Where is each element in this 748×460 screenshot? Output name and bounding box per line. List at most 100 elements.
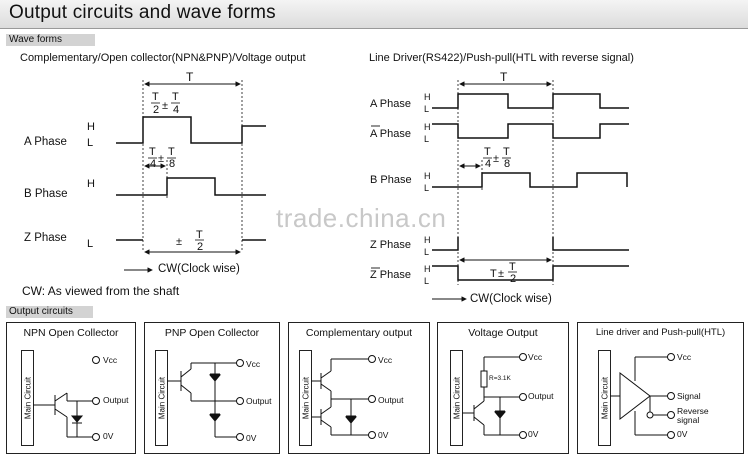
left-a-level-h: H bbox=[87, 121, 95, 133]
svg-text:4: 4 bbox=[173, 104, 179, 116]
right-a-phase-label: A Phase bbox=[370, 98, 411, 110]
complementary-output-label: Output bbox=[378, 395, 404, 405]
pnp-circuit-box: PNP Open Collector Main Circuit Vcc Outp… bbox=[144, 322, 280, 454]
right-b-phase-label: B Phase bbox=[370, 174, 412, 186]
svg-text:4: 4 bbox=[150, 158, 156, 170]
left-b-phase-label: B Phase bbox=[24, 188, 68, 200]
right-a-l: L bbox=[424, 104, 430, 114]
voltage-output-label: Output bbox=[528, 391, 554, 401]
left-b-level-h: H bbox=[87, 178, 95, 190]
right-a-waveform bbox=[432, 93, 629, 109]
svg-text:T: T bbox=[503, 146, 510, 158]
npn-schematic bbox=[33, 356, 100, 441]
voltage-main-circuit: Main Circuit bbox=[450, 350, 463, 446]
left-a-waveform bbox=[116, 116, 266, 144]
pnp-output-label: Output bbox=[246, 396, 272, 406]
left-period-label: T bbox=[186, 70, 194, 84]
complementary-schematic bbox=[311, 355, 376, 439]
right-abar-h: H bbox=[424, 122, 431, 132]
pnp-schematic bbox=[167, 359, 244, 441]
right-zbar-h: H bbox=[424, 264, 431, 274]
svg-text:T: T bbox=[152, 91, 159, 103]
line-driver-signal-label: Signal bbox=[677, 391, 701, 401]
right-zbar-waveform bbox=[432, 265, 629, 281]
right-a-h: H bbox=[424, 92, 431, 102]
wave-forms-section-label: Wave forms bbox=[6, 34, 95, 46]
line-driver-main-circuit: Main Circuit bbox=[598, 350, 611, 446]
svg-text:T: T bbox=[490, 268, 497, 280]
svg-text:±: ± bbox=[493, 153, 499, 165]
right-z-l: L bbox=[424, 247, 430, 257]
line-driver-circuit-box: Line driver and Push-pull(HTL) Main Circ… bbox=[577, 322, 744, 454]
svg-text:2: 2 bbox=[197, 241, 203, 253]
right-diagram-title: Line Driver(RS422)/Push-pull(HTL with re… bbox=[369, 52, 634, 64]
page-header: Output circuits and wave forms bbox=[0, 0, 748, 29]
left-a-level-l: L bbox=[87, 137, 94, 149]
right-abar-waveform bbox=[432, 123, 629, 139]
svg-text:2: 2 bbox=[510, 273, 516, 285]
watermark: trade.china.cn bbox=[276, 203, 447, 233]
svg-text:2: 2 bbox=[153, 104, 159, 116]
svg-text:T: T bbox=[196, 229, 203, 241]
right-a-bar-phase-label: A Phase bbox=[370, 128, 411, 140]
left-z-phase-label: Z Phase bbox=[24, 232, 67, 244]
svg-text:±: ± bbox=[158, 153, 164, 165]
svg-text:T: T bbox=[484, 146, 491, 158]
line-driver-reverse-label: Reverse signal bbox=[677, 406, 709, 425]
svg-text:T: T bbox=[168, 146, 175, 158]
left-b-waveform bbox=[116, 177, 266, 196]
voltage-0v-label: 0V bbox=[528, 429, 539, 439]
svg-text:8: 8 bbox=[504, 158, 510, 170]
voltage-vcc-label: Vcc bbox=[528, 352, 543, 362]
right-b-h: H bbox=[424, 171, 431, 181]
right-b-waveform bbox=[432, 172, 628, 188]
right-z-bar-phase-label: Z Phase bbox=[370, 269, 411, 281]
svg-text:±: ± bbox=[162, 100, 168, 112]
right-z-waveform bbox=[432, 237, 629, 251]
cw-note: CW: As viewed from the shaft bbox=[22, 284, 180, 298]
svg-text:4: 4 bbox=[485, 158, 491, 170]
line-driver-vcc-label: Vcc bbox=[677, 352, 692, 362]
complementary-vcc-label: Vcc bbox=[378, 355, 393, 365]
npn-circuit-title: NPN Open Collector bbox=[23, 327, 119, 339]
npn-circuit-box: NPN Open Collector Main Circuit Vcc Outp… bbox=[6, 322, 136, 454]
right-z-phase-label: Z Phase bbox=[370, 239, 411, 251]
left-cw-label: CW(Clock wise) bbox=[158, 263, 240, 275]
pnp-main-circuit: Main Circuit bbox=[155, 350, 168, 446]
right-b-l: L bbox=[424, 183, 430, 193]
right-cw-label: CW(Clock wise) bbox=[470, 293, 552, 305]
voltage-circuit-box: Voltage Output Main Circuit Vcc Output 0… bbox=[437, 322, 569, 454]
svg-text:T: T bbox=[149, 146, 156, 158]
line-driver-0v-label: 0V bbox=[677, 429, 688, 439]
svg-text:±: ± bbox=[498, 268, 504, 280]
left-diagram-title: Complementary/Open collector(NPN&PNP)/Vo… bbox=[20, 52, 306, 64]
left-z-level-l: L bbox=[87, 238, 94, 250]
right-period-label: T bbox=[500, 70, 508, 84]
pnp-0v-label: 0V bbox=[246, 433, 257, 443]
svg-text:±: ± bbox=[176, 236, 182, 248]
complementary-0v-label: 0V bbox=[378, 430, 389, 440]
output-circuits-section-label: Output circuits bbox=[6, 306, 93, 318]
svg-text:T: T bbox=[509, 261, 516, 273]
line-driver-circuit-title: Line driver and Push-pull(HTL) bbox=[595, 327, 726, 338]
svg-text:T: T bbox=[172, 91, 179, 103]
pnp-vcc-label: Vcc bbox=[246, 359, 261, 369]
right-zbar-l: L bbox=[424, 276, 430, 286]
left-a-phase-label: A Phase bbox=[24, 136, 67, 148]
right-z-h: H bbox=[424, 235, 431, 245]
line-driver-schematic bbox=[610, 353, 675, 439]
pnp-circuit-title: PNP Open Collector bbox=[164, 327, 260, 339]
npn-0v-label: 0V bbox=[103, 431, 114, 441]
complementary-main-circuit: Main Circuit bbox=[299, 350, 312, 446]
page-title: Output circuits and wave forms bbox=[9, 2, 276, 23]
npn-output-label: Output bbox=[103, 395, 129, 405]
npn-vcc-label: Vcc bbox=[103, 355, 118, 365]
right-abar-l: L bbox=[424, 134, 430, 144]
npn-main-circuit: Main Circuit bbox=[21, 350, 34, 446]
voltage-schematic bbox=[462, 353, 527, 439]
complementary-circuit-title: Complementary output bbox=[305, 327, 413, 339]
voltage-resistor-label: R=3.1K bbox=[489, 375, 511, 382]
svg-text:8: 8 bbox=[169, 158, 175, 170]
voltage-circuit-title: Voltage Output bbox=[468, 327, 538, 339]
